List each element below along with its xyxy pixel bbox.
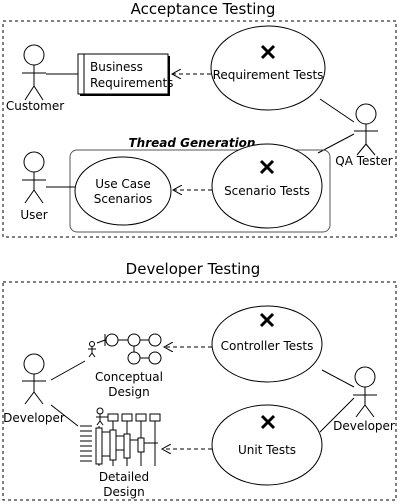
developer-left-actor-icon — [22, 353, 46, 405]
detailed-design-label-1: Detailed — [99, 470, 149, 484]
acceptance-title: Acceptance Testing — [131, 0, 276, 18]
controller-tests-usecase — [211, 305, 323, 383]
detailed-design-icon — [80, 407, 161, 466]
requirement-tests-label: Requirement Tests — [213, 68, 324, 82]
thread-generation-label: Thread Generation — [129, 136, 256, 150]
developer-title: Developer Testing — [126, 260, 261, 278]
qa-requirement-link — [319, 98, 355, 123]
unit-tests-label: Unit Tests — [238, 443, 296, 457]
conceptual-design-label-1: Conceptual — [95, 370, 163, 384]
use-case-scenarios-label-2: Scenarios — [94, 192, 152, 206]
developer-unit-link — [319, 397, 355, 433]
developer-detailed-link — [50, 404, 79, 427]
qa-tester-label: QA Tester — [335, 154, 392, 168]
requirement-tests-x-icon — [260, 44, 276, 60]
thread-generation-group — [69, 149, 331, 233]
use-case-scenarios-label-1: Use Case — [95, 177, 151, 191]
developer-right-actor-icon — [353, 366, 377, 418]
use-case-scenarios-usecase — [74, 156, 172, 226]
developer-boundary — [2, 281, 397, 501]
developer-controller-link — [321, 369, 355, 388]
developer-right-label: Developer — [333, 419, 395, 433]
acceptance-boundary — [2, 20, 397, 238]
requirement-tests-usecase — [210, 25, 326, 111]
user-label: User — [20, 208, 47, 222]
qa-tester-actor-icon — [354, 103, 378, 156]
scenario-tests-label: Scenario Tests — [224, 184, 310, 198]
scenario-tests-x-icon — [259, 159, 275, 175]
user-actor-icon — [22, 151, 46, 204]
business-requirements-label-2: Requirements — [90, 76, 173, 90]
controller-tests-label: Controller Tests — [221, 339, 314, 353]
detailed-design-label-2: Design — [103, 485, 144, 499]
unit-tests-usecase — [211, 404, 323, 486]
business-requirements-label-1: Business — [90, 60, 143, 74]
business-requirements-box — [77, 53, 170, 96]
conceptual-design-label-2: Design — [108, 385, 149, 399]
conceptual-design-icon — [88, 333, 162, 365]
controller-tests-x-icon — [259, 312, 275, 328]
unit-tests-x-icon — [260, 414, 276, 430]
developer-conceptual-link — [50, 360, 86, 381]
developer-left-label: Developer — [3, 411, 65, 425]
scenario-tests-usecase — [211, 143, 323, 229]
customer-actor-icon — [22, 44, 46, 101]
customer-label: Customer — [6, 99, 64, 113]
